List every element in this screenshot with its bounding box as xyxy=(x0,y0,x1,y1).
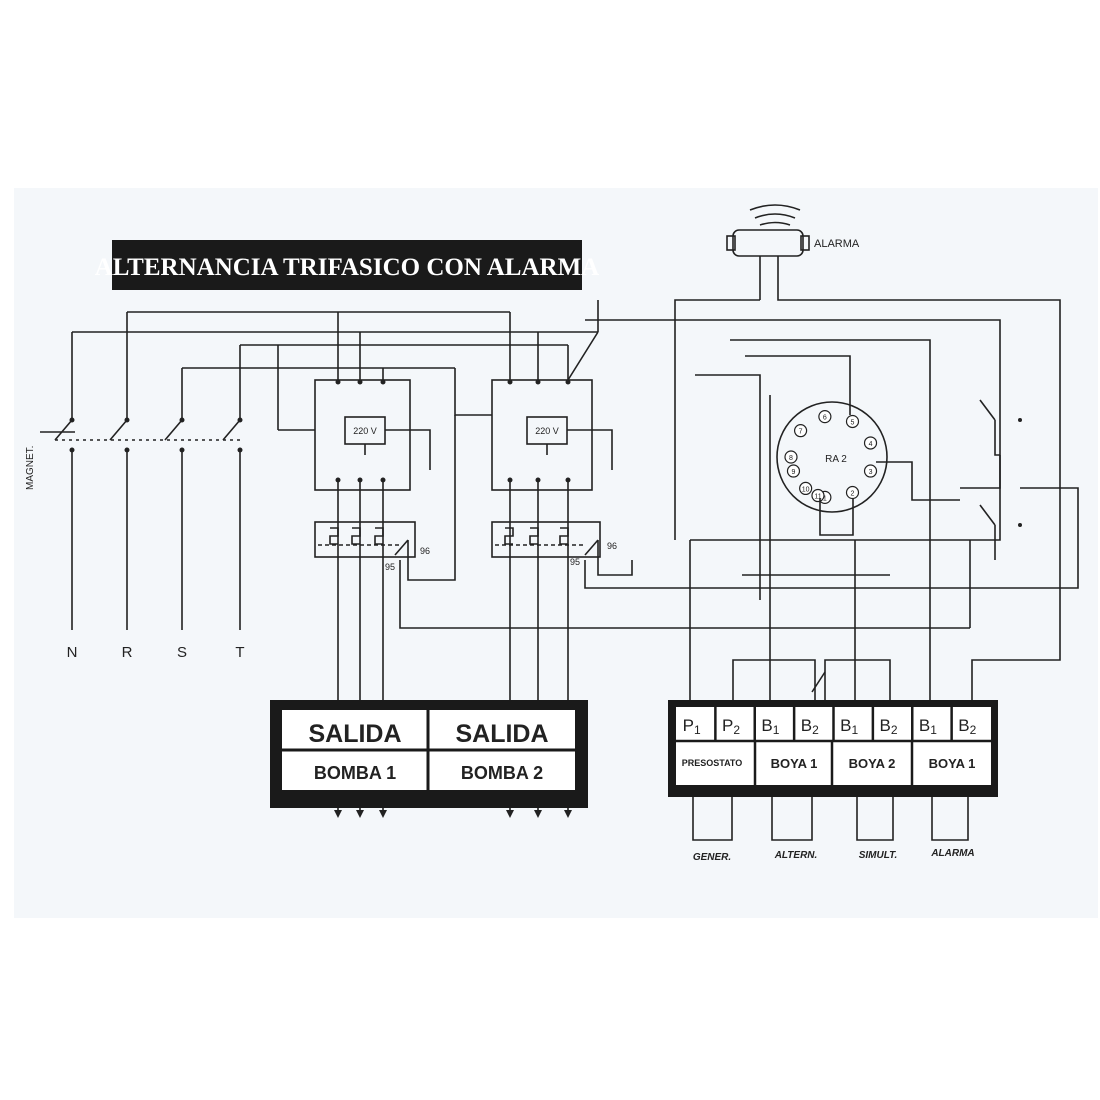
title-banner: ALTERNANCIA TRIFASICO CON ALARMA xyxy=(95,240,599,290)
mode-jumpers: GENER. ALTERN. SIMULT. ALARMA xyxy=(692,797,975,863)
relay-pin-4: 4 xyxy=(863,436,878,450)
svg-text:1: 1 xyxy=(823,495,827,502)
diagram-title: ALTERNANCIA TRIFASICO CON ALARMA xyxy=(95,254,599,281)
terminal-3: B1 xyxy=(753,707,780,741)
phase-label-t: T xyxy=(235,644,244,661)
output-2-pump: BOMBA 2 xyxy=(461,763,543,783)
terminal-row: P1 P2 B1 B2 B1 B2 B1 B2 xyxy=(683,707,977,741)
terminal-5-label: B1 xyxy=(840,716,858,737)
group-boya-1-b: BOYA 1 xyxy=(929,756,976,771)
svg-text:6: 6 xyxy=(823,415,827,422)
relay-pin-6: 6 xyxy=(818,410,832,424)
mode-alarma: ALARMA xyxy=(930,848,974,859)
terminal-5: B1 xyxy=(832,707,859,741)
coil-2-label: 220 V xyxy=(535,426,559,436)
terminal-4: B2 xyxy=(792,707,819,741)
relay-pin-9: 9 xyxy=(786,464,801,478)
breaker-label: MAGNET. xyxy=(25,446,36,490)
breaker-pole-n xyxy=(54,332,75,630)
contactor-2: 220 V xyxy=(491,300,613,700)
terminal-6: B2 xyxy=(871,707,898,741)
terminal-7-label: B1 xyxy=(919,716,937,737)
terminal-4-label: B2 xyxy=(801,716,819,737)
terminal-1-label: P1 xyxy=(683,716,701,737)
main-breaker: MAGNET. N R S T xyxy=(25,312,245,661)
relay-ra2: RA 2 1 2 3 4 5 6 7 8 9 10 11 xyxy=(776,401,960,536)
phase-label-n: N xyxy=(67,644,78,661)
group-presostato: PRESOSTATO xyxy=(682,758,743,768)
relay-pin-11: 11 xyxy=(811,488,825,503)
relay-pin-5: 5 xyxy=(845,414,860,429)
aux-contact-2-95: 95 xyxy=(570,557,580,567)
alarm-label: ALARMA xyxy=(814,238,860,250)
svg-text:4: 4 xyxy=(869,441,873,448)
group-boya-2: BOYA 2 xyxy=(849,756,896,771)
paper-sheet xyxy=(14,188,1098,918)
output-1-pump: BOMBA 1 xyxy=(314,763,396,783)
group-boya-1-a: BOYA 1 xyxy=(771,756,818,771)
relay-pin-8: 8 xyxy=(784,450,798,464)
output-1-title: SALIDA xyxy=(308,720,401,748)
relay-pins: 1 2 3 4 5 6 7 8 9 10 11 xyxy=(784,410,878,504)
terminal-3-label: B1 xyxy=(761,716,779,737)
terminal-6-label: B2 xyxy=(880,716,898,737)
coil-1-label: 220 V xyxy=(353,426,377,436)
overload-relay-1: 96 95 xyxy=(314,415,970,629)
output-block: SALIDA SALIDA BOMBA 1 BOMBA 2 xyxy=(270,700,588,818)
terminal-1: P1 xyxy=(683,716,701,737)
mode-gener: GENER. xyxy=(693,852,731,863)
svg-text:2: 2 xyxy=(851,491,855,498)
output-arrows xyxy=(334,808,572,818)
svg-text:5: 5 xyxy=(851,419,855,426)
phase-label-s: S xyxy=(177,644,187,661)
mode-altern: ALTERN. xyxy=(774,850,818,861)
terminal-2: P2 xyxy=(714,707,740,741)
relay-pin-3: 3 xyxy=(863,464,878,478)
selector-switches xyxy=(960,399,1022,560)
supply-buses xyxy=(72,311,598,431)
svg-text:10: 10 xyxy=(802,486,810,493)
mode-simult: SIMULT. xyxy=(859,850,898,861)
svg-text:8: 8 xyxy=(789,455,793,462)
relay-pin-10: 10 xyxy=(799,481,813,496)
aux-contact-2-96: 96 xyxy=(607,541,617,551)
relay-pin-7: 7 xyxy=(793,424,808,438)
svg-text:11: 11 xyxy=(814,494,821,501)
terminal-7: B1 xyxy=(911,707,937,741)
aux-contact-1-96: 96 xyxy=(420,546,430,556)
breaker-pole-r xyxy=(109,312,130,630)
terminal-block: P1 P2 B1 B2 B1 B2 B1 B2 PRESOSTATO BOYA 1 BOYA … xyxy=(668,700,998,797)
control-wiring xyxy=(585,319,1001,700)
relay-pin-2: 2 xyxy=(845,485,860,500)
terminal-2-label: P2 xyxy=(722,716,740,737)
svg-text:3: 3 xyxy=(869,469,873,476)
alarm-sounder: ALARMA xyxy=(674,204,1061,700)
output-2-title: SALIDA xyxy=(455,720,548,748)
terminal-8-label: B2 xyxy=(958,716,976,737)
relay-label: RA 2 xyxy=(825,454,847,465)
aux-contact-1-95: 95 xyxy=(385,562,395,572)
svg-text:9: 9 xyxy=(792,469,796,476)
phase-label-r: R xyxy=(122,644,133,661)
overload-relay-2: 96 95 xyxy=(491,487,1079,589)
svg-text:7: 7 xyxy=(799,429,803,436)
breaker-pole-t xyxy=(222,345,243,630)
breaker-pole-s xyxy=(164,368,185,630)
terminal-8: B2 xyxy=(950,707,977,741)
contactor-1: 220 V xyxy=(314,379,431,700)
